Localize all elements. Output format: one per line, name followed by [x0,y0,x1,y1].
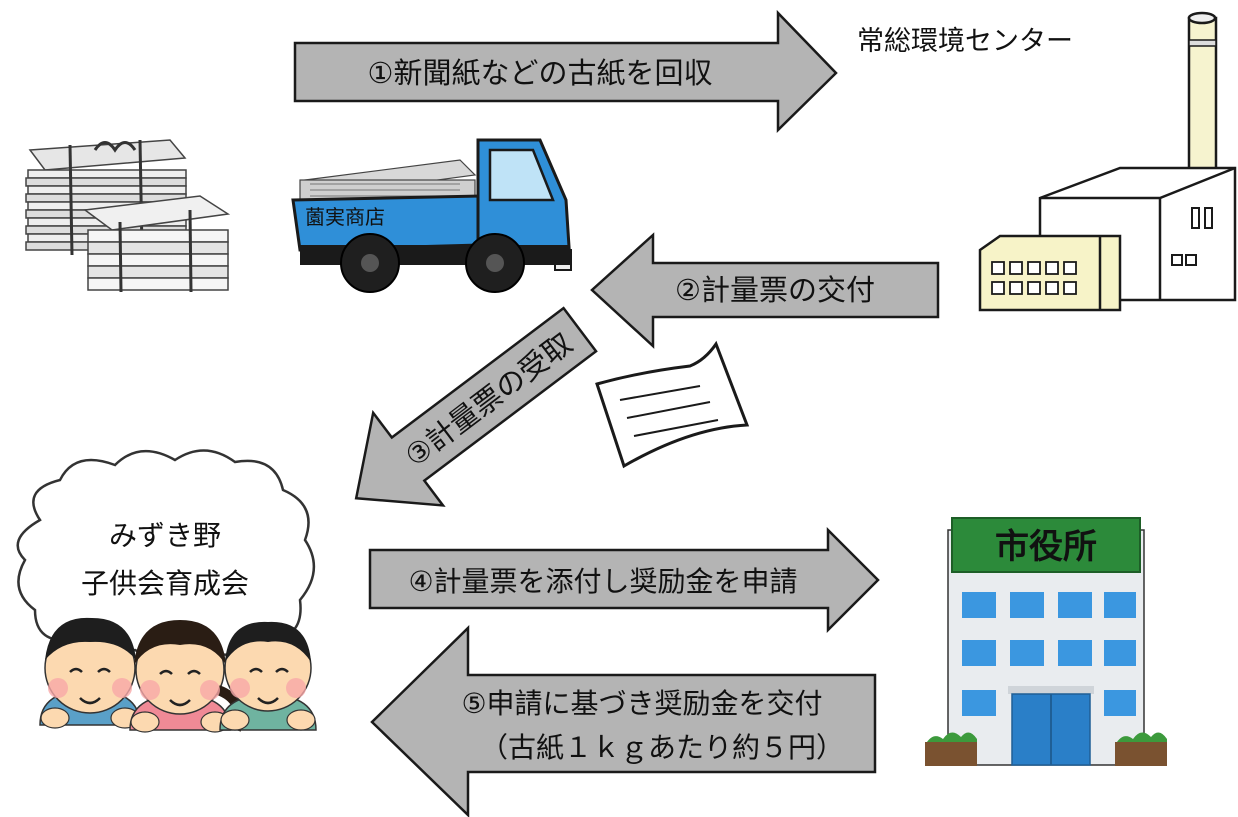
group-name-line1: みずき野 [109,519,221,552]
group-cloud: みずき野 子供会育成会 [16,449,316,660]
arrow-step-5: ⑤申請に基づき奨励金を交付 （古紙１ｋｇあたり約５円） [370,625,877,817]
newspaper-bundles-icon [25,139,231,293]
shop-name: 薗実商店 [305,205,385,229]
step-4-label: ④計量票を添付し奨励金を申請 [408,565,797,598]
truck-icon: 薗実商店 [291,138,572,293]
children-icon [39,617,317,733]
group-name-line2: 子供会育成会 [81,567,249,600]
factory-icon [978,11,1237,312]
weighing-slip-icon [595,340,750,469]
arrow-step-2: ②計量票の交付 [590,232,940,349]
arrow-step-3: ③計量票の受取 [354,306,598,507]
arrow-step-4: ④計量票を添付し奨励金を申請 [368,526,880,634]
city-hall-sign: 市役所 [995,527,1097,567]
step-2-label: ②計量票の交付 [675,273,875,307]
arrow-step-1: ①新聞紙などの古紙を回収 [293,9,838,133]
step-3-label: ③計量票の受取 [398,326,578,474]
step-5-label-line1: ⑤申請に基づき奨励金を交付 [461,687,822,720]
center-name: 常総環境センター [857,26,1073,57]
step-5-label-line2: （古紙１ｋｇあたり約５円） [480,731,844,764]
city-hall-icon: 市役所 [925,517,1167,766]
step-1-label: ①新聞紙などの古紙を回収 [368,56,713,90]
